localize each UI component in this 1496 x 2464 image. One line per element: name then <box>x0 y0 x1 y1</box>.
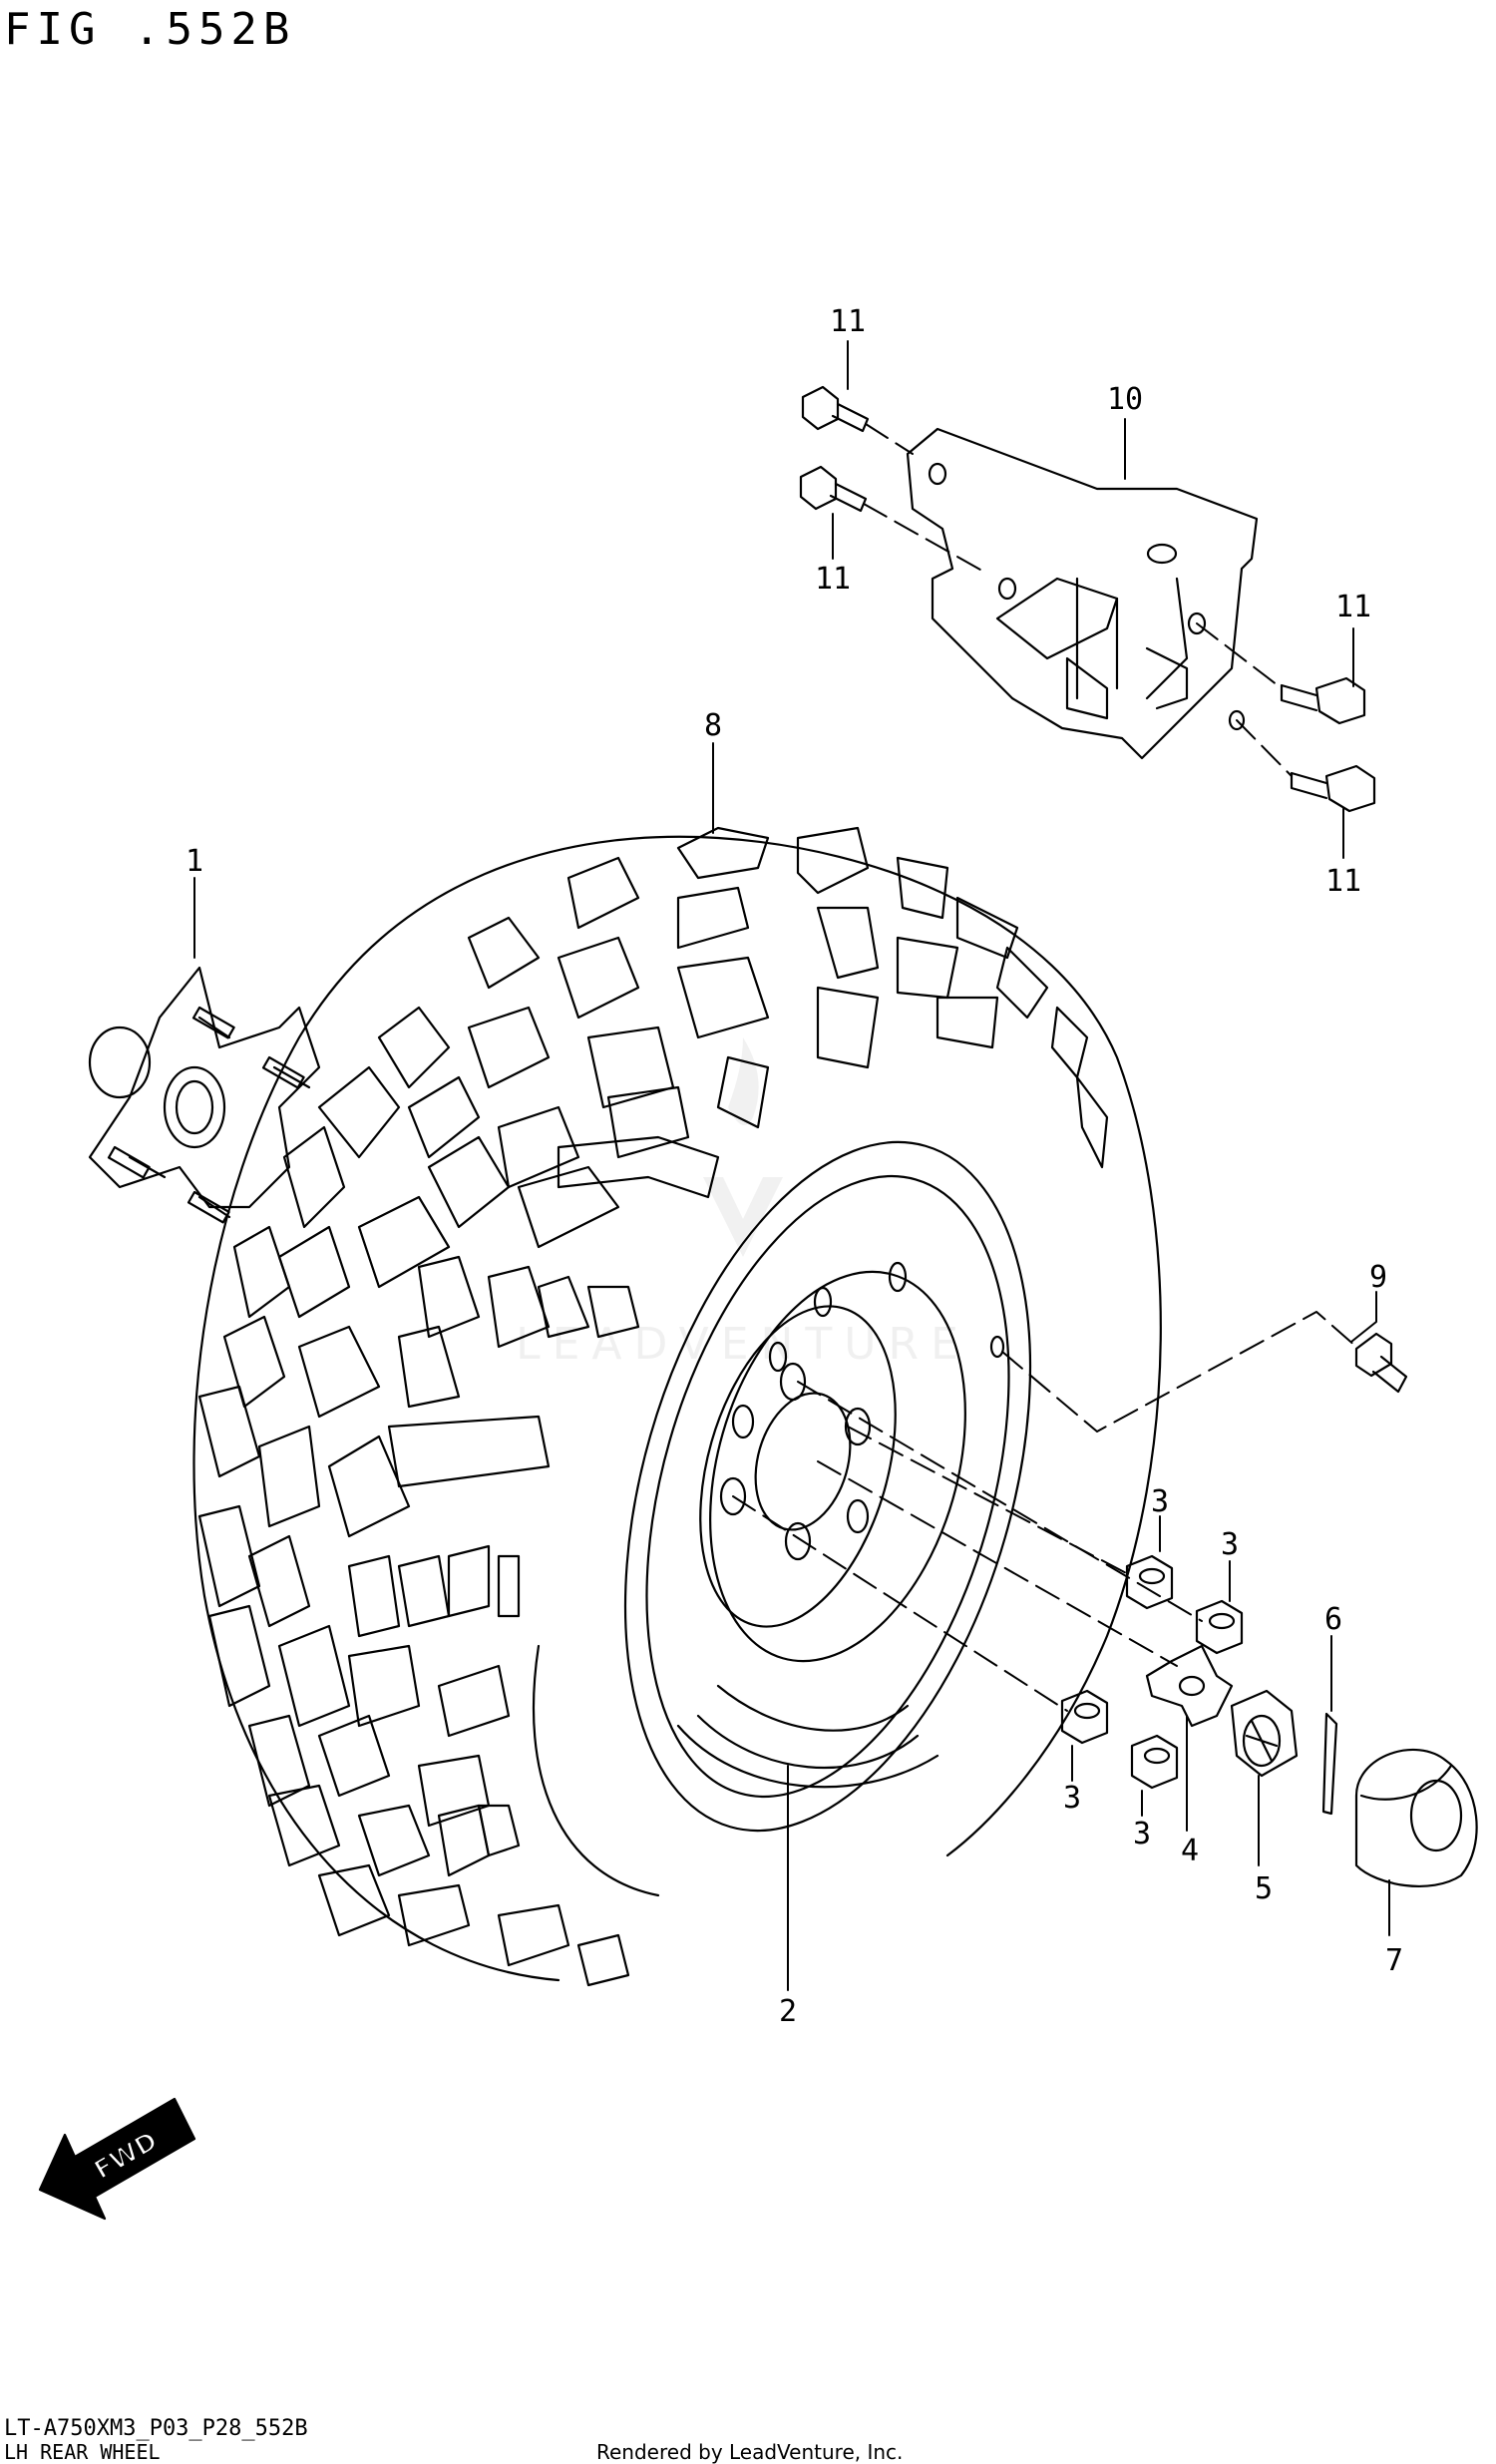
callout-4: 4 <box>1181 1834 1199 1868</box>
watermark: LEADVENTURE <box>516 1037 970 1370</box>
wheel-rim <box>623 1140 1032 1833</box>
bolts <box>799 385 1376 813</box>
watermark-text: LEADVENTURE <box>516 1319 970 1370</box>
callout-9: 9 <box>1369 1260 1387 1295</box>
callout-5: 5 <box>1255 1871 1273 1906</box>
render-credit: Rendered by LeadVenture, Inc. <box>596 2440 904 2464</box>
wheel-nuts <box>1060 1554 1244 1790</box>
callout-labels: 11 10 11 11 11 8 1 9 3 3 6 3 3 4 5 7 2 <box>186 304 1403 2029</box>
bolt-11-right-upper <box>1280 676 1366 725</box>
callout-11-bottom: 11 <box>1325 864 1361 899</box>
callout-3-d: 3 <box>1133 1817 1151 1851</box>
callout-11-right: 11 <box>1335 590 1371 624</box>
valve <box>1354 1332 1408 1394</box>
nut-3-a <box>1125 1554 1174 1610</box>
callout-7: 7 <box>1385 1943 1403 1978</box>
figure-title: FIG .552B <box>4 4 296 55</box>
bolt-11-top-left <box>801 385 870 433</box>
tire <box>192 826 1162 1987</box>
cotter-pin <box>1321 1712 1338 1816</box>
callout-1: 1 <box>186 844 203 879</box>
callout-3-a: 3 <box>1151 1484 1169 1519</box>
bolt-11-mid-left <box>799 465 868 513</box>
callout-3-c: 3 <box>1063 1781 1081 1816</box>
hub-cap <box>1354 1748 1478 1887</box>
callout-3-b: 3 <box>1221 1527 1239 1562</box>
nut-3-b <box>1195 1599 1244 1655</box>
nut-3-c <box>1060 1689 1109 1745</box>
leader-lines <box>193 340 1390 1991</box>
castle-nut <box>1230 1689 1299 1778</box>
callout-2: 2 <box>779 1994 797 2029</box>
callout-11-left: 11 <box>815 562 851 597</box>
part-name: LH REAR WHEEL <box>4 2440 161 2464</box>
callout-11-top: 11 <box>830 304 866 339</box>
fwd-arrow: FWD <box>38 2097 196 2221</box>
nut-3-d <box>1130 1734 1179 1790</box>
tire-outline <box>192 835 1162 1982</box>
part-code: LT-A750XM3_P03_P28_552B <box>4 2416 308 2441</box>
bolt-11-right-lower <box>1290 764 1376 813</box>
callout-6: 6 <box>1324 1602 1342 1637</box>
washer <box>1145 1644 1234 1728</box>
wheel-hub <box>88 966 321 1224</box>
callout-10: 10 <box>1107 382 1143 417</box>
tire-tread-lugs <box>197 826 1109 1987</box>
callout-8: 8 <box>704 708 722 743</box>
mounting-bracket <box>906 427 1259 760</box>
